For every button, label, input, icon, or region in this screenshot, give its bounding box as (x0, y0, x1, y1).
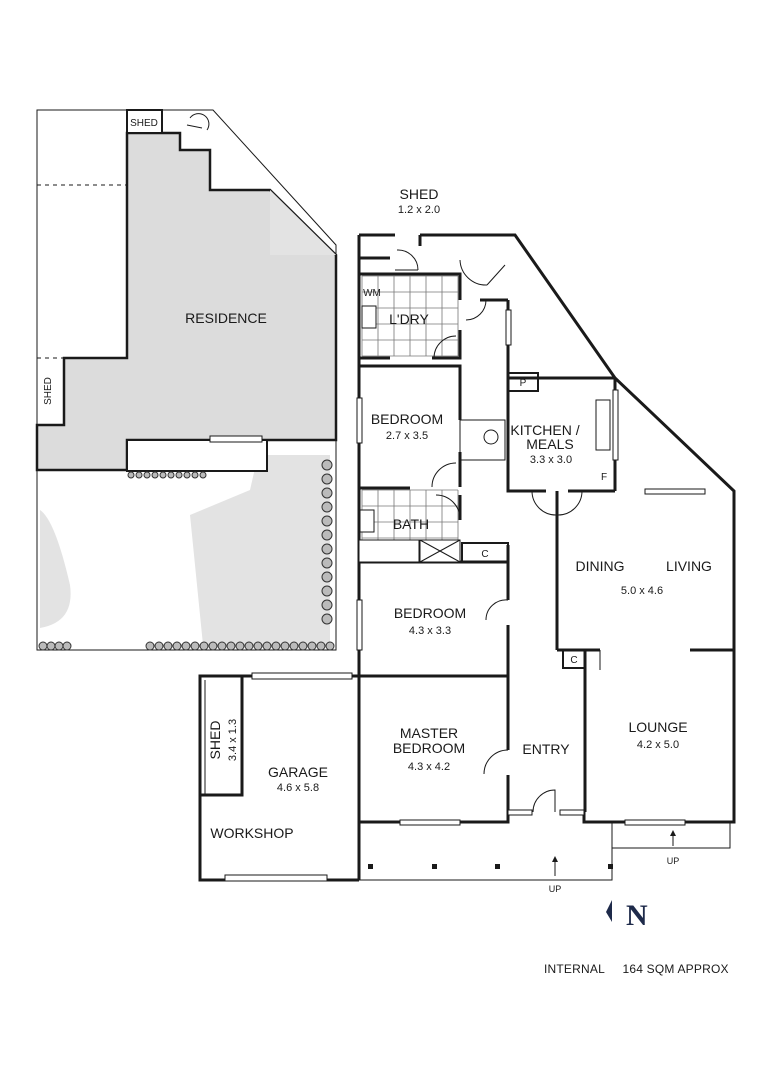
shrub-icon (262, 641, 272, 651)
shrub-icon (307, 641, 317, 651)
shrub-icon (244, 641, 254, 651)
shrub-icon (163, 641, 173, 651)
compass-label: N (626, 899, 648, 932)
workshop-label: WORKSHOP (210, 825, 293, 841)
shrub-icon (175, 471, 183, 479)
shrub-icon (190, 641, 200, 651)
fridge-label: F (601, 472, 607, 483)
dining-label: DINING (576, 558, 625, 574)
bedroom-b-label: BEDROOM (394, 605, 466, 621)
dining-living-dims: 5.0 x 4.6 (621, 585, 663, 597)
shrub-icon (151, 471, 159, 479)
shrub-icon (321, 459, 333, 471)
neighbour-site (35, 109, 338, 651)
shrub-icon (253, 641, 263, 651)
master-label-2: BEDROOM (393, 740, 465, 756)
shed-garage-dims: 3.4 x 1.3 (227, 719, 239, 761)
house-walls (198, 233, 736, 882)
shed-top-label: SHED (130, 118, 158, 129)
shrub-icon (321, 473, 333, 485)
garage-dims: 4.6 x 5.8 (277, 782, 319, 794)
shrub-icon (183, 471, 191, 479)
lounge-label: LOUNGE (628, 719, 687, 735)
shrub-icon (38, 641, 48, 651)
shed-dims: 1.2 x 2.0 (398, 204, 440, 216)
footer-label: INTERNAL (544, 962, 605, 976)
shrub-icon (321, 501, 333, 513)
shrub-icon (235, 641, 245, 651)
bedroom-b-dims: 4.3 x 3.3 (409, 625, 451, 637)
closet-a-label: C (481, 549, 488, 560)
shrub-icon (46, 641, 56, 651)
shrub-icon (321, 515, 333, 527)
shrub-icon (321, 599, 333, 611)
shrub-icon (127, 471, 135, 479)
shrub-icon (321, 571, 333, 583)
shrub-icon (321, 487, 333, 499)
shrub-icon (181, 641, 191, 651)
bedroom-a-label: BEDROOM (371, 411, 443, 427)
kitchen-label-2: MEALS (526, 436, 573, 452)
shrub-icon (143, 471, 151, 479)
shrub-icon (54, 641, 64, 651)
entry-label: ENTRY (522, 741, 570, 757)
shrub-icon (321, 543, 333, 555)
shrub-icon (321, 557, 333, 569)
shrub-icon (321, 585, 333, 597)
shed-left-label: SHED (43, 377, 54, 405)
footer: INTERNAL 164 SQM APPROX (544, 962, 743, 976)
shrub-icon (316, 641, 326, 651)
bath-label: BATH (393, 516, 429, 532)
shrub-icon (271, 641, 281, 651)
bedroom-a-dims: 2.7 x 3.5 (386, 430, 428, 442)
wm-label: WM (363, 288, 381, 299)
shrub-icon (145, 641, 155, 651)
shrub-icon (199, 641, 209, 651)
shed-garage-label: SHED (207, 721, 223, 760)
verandah-posts (368, 864, 613, 869)
pantry-label: P (520, 378, 527, 389)
shrubs (38, 459, 335, 651)
shrub-icon (154, 641, 164, 651)
kitchen-label-1: KITCHEN / (510, 422, 579, 438)
shrub-icon (62, 641, 72, 651)
shrub-icon (199, 471, 207, 479)
shrub-icon (159, 471, 167, 479)
shrub-icon (298, 641, 308, 651)
shrub-icon (280, 641, 290, 651)
up-label-b: UP (667, 856, 680, 866)
closet-b-label: C (570, 655, 577, 666)
footer-area: 164 SQM APPROX (622, 962, 729, 976)
shrub-icon (325, 641, 335, 651)
master-dims: 4.3 x 4.2 (408, 761, 450, 773)
shrub-icon (172, 641, 182, 651)
shrub-icon (167, 471, 175, 479)
north-compass-icon: N (606, 899, 648, 932)
living-label: LIVING (666, 558, 712, 574)
up-label-a: UP (549, 884, 562, 894)
lounge-dims: 4.2 x 5.0 (637, 739, 679, 751)
laundry-label: L'DRY (389, 311, 429, 327)
shrub-icon (321, 529, 333, 541)
kitchen-dims: 3.3 x 3.0 (530, 454, 572, 466)
laundry-tiles (361, 275, 459, 357)
shed-label: SHED (400, 186, 439, 202)
residence-label: RESIDENCE (185, 310, 267, 326)
shrub-icon (135, 471, 143, 479)
shrub-icon (289, 641, 299, 651)
shrub-icon (208, 641, 218, 651)
master-label-1: MASTER (400, 725, 458, 741)
shrub-icon (217, 641, 227, 651)
garage-label: GARAGE (268, 764, 328, 780)
shrub-icon (191, 471, 199, 479)
bath-tiles (361, 489, 459, 540)
shrub-icon (321, 613, 333, 625)
shrub-icon (226, 641, 236, 651)
